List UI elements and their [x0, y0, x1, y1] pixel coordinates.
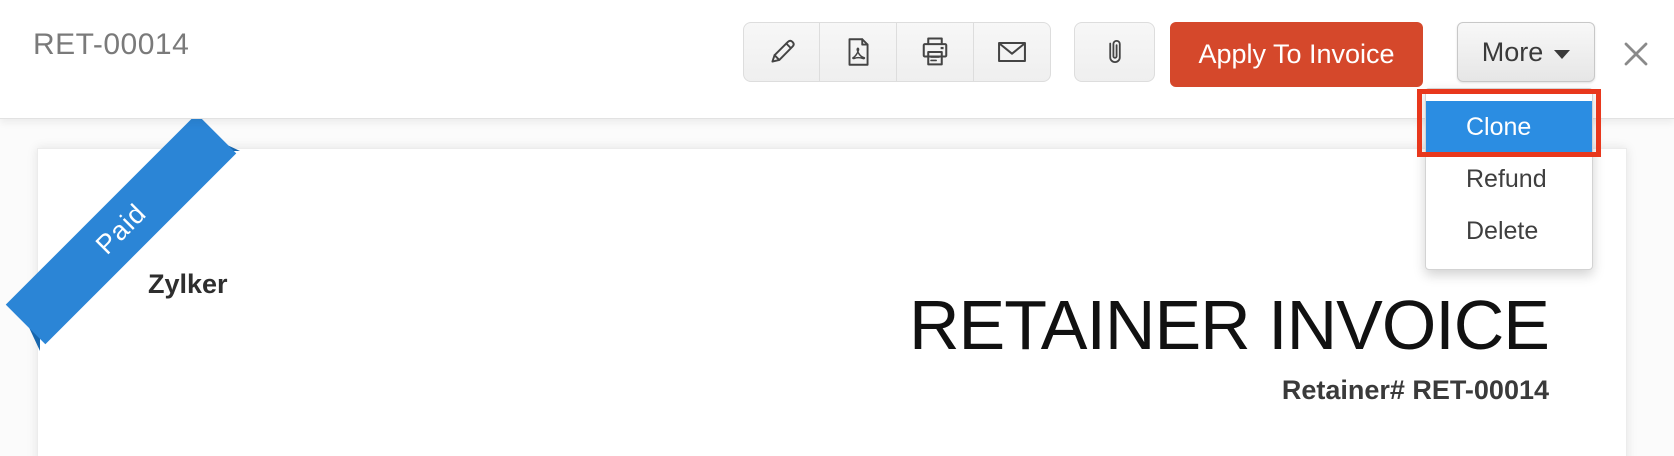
- more-dropdown-menu: Clone Refund Delete: [1425, 88, 1593, 270]
- company-name: Zylker: [148, 269, 228, 299]
- pencil-icon: [765, 35, 799, 69]
- edit-button[interactable]: [743, 22, 820, 82]
- more-button-label: More: [1481, 36, 1544, 67]
- attachments-button[interactable]: [1074, 22, 1155, 82]
- close-icon: [1620, 38, 1652, 73]
- invoice-number: Retainer# RET-00014: [1281, 374, 1549, 405]
- envelope-icon: [994, 34, 1030, 70]
- apply-to-invoice-button[interactable]: Apply To Invoice: [1170, 22, 1423, 87]
- page-title: RET-00014: [33, 28, 190, 61]
- pdf-file-icon: [841, 35, 875, 69]
- chevron-down-icon: [1554, 49, 1571, 59]
- print-button[interactable]: [897, 22, 974, 82]
- document-actions-button-group: [743, 22, 1051, 82]
- close-button[interactable]: [1619, 38, 1653, 72]
- menu-item-clone[interactable]: Clone: [1426, 101, 1592, 153]
- paperclip-icon: [1098, 35, 1132, 69]
- invoice-title-block: RETAINER INVOICE Retainer# RET-00014: [908, 286, 1550, 406]
- invoice-title: RETAINER INVOICE: [908, 286, 1550, 364]
- paid-status-ribbon: Paid: [5, 113, 268, 379]
- menu-item-refund[interactable]: Refund: [1466, 165, 1547, 193]
- invoice-preview-page: Paid Zylker RETAINER INVOICE Retainer# R…: [5, 113, 1627, 456]
- header-bar: RET-00014: [0, 0, 1674, 119]
- status-badge: Paid: [89, 197, 152, 260]
- ribbon-band: Paid: [5, 113, 237, 345]
- email-button[interactable]: [974, 22, 1051, 82]
- export-pdf-button[interactable]: [820, 22, 897, 82]
- menu-item-delete[interactable]: Delete: [1466, 217, 1539, 245]
- printer-icon: [917, 34, 953, 70]
- more-button[interactable]: More: [1457, 22, 1595, 82]
